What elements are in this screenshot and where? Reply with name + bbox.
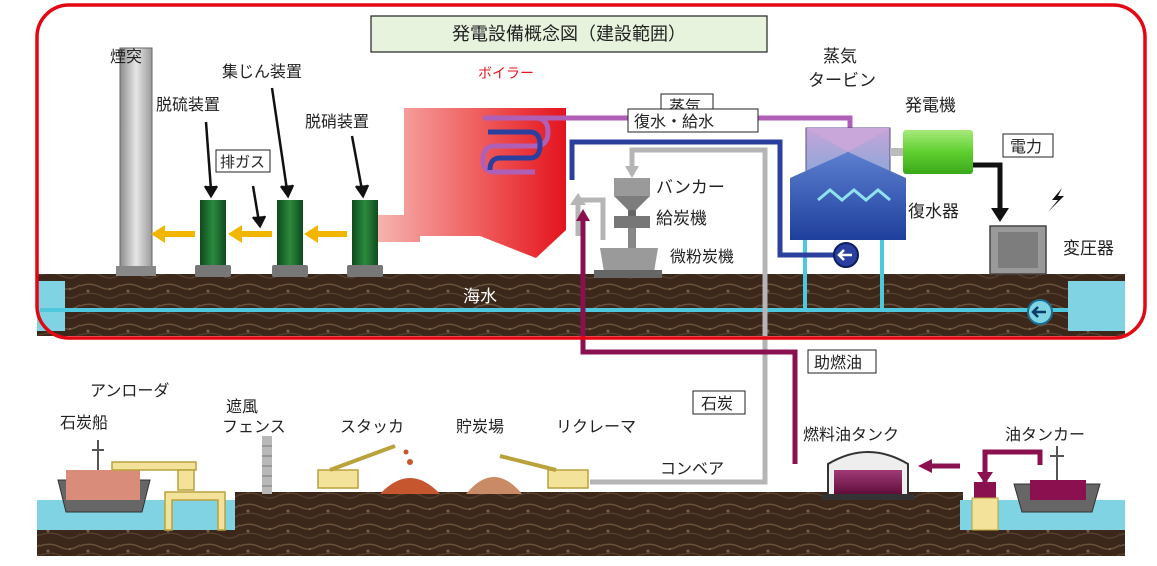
bunker-label: バンカー: [656, 178, 725, 198]
dust-collector-label: 集じん装置: [222, 62, 302, 81]
stacker: [317, 444, 396, 489]
auxiliary-oil-tag: 助燃油: [807, 349, 877, 374]
turbine-label-1: 蒸気: [823, 47, 857, 67]
bunker: [614, 178, 650, 216]
coal-ship-label: 石炭船: [60, 413, 108, 432]
boiler: [378, 108, 566, 258]
windbreak-label-1: 遮風: [226, 397, 258, 416]
exhaust-gas-label: 排ガス: [220, 153, 265, 171]
desulfurization-label: 脱硫装置: [156, 95, 220, 114]
transformer-label: 変圧器: [1063, 239, 1114, 259]
stacker-label: スタッカ: [340, 417, 404, 436]
coal-feeder-label: 給炭機: [656, 209, 707, 229]
condenser: [790, 152, 906, 240]
feedwater-label: 復水・給水: [634, 112, 714, 131]
oil-arrow-boiler: [576, 209, 590, 221]
denitration-label: 脱硝装置: [305, 112, 369, 131]
coal-pile-2: [466, 477, 522, 494]
boiler-label: ボイラー: [478, 66, 534, 82]
oil-pump: [971, 482, 999, 531]
power-line: [973, 162, 1003, 212]
coal-arrow-bunker: [625, 166, 639, 178]
denitration-unit: [347, 200, 383, 277]
windbreak-label-2: フェンス: [222, 417, 286, 436]
seawater-pump-icon: [1027, 299, 1053, 325]
pulverizer: [594, 248, 662, 278]
unloader: [111, 461, 226, 531]
condensate-pump-icon: [833, 242, 859, 268]
oil-arrow-pump: [977, 472, 993, 484]
coal-ship: [57, 440, 151, 513]
page-title: 発電設備概念図（建設範囲）: [452, 23, 686, 45]
power-arrow: [991, 208, 1009, 222]
oil-arrow-tank: [918, 459, 932, 473]
power-tag: 電力: [1002, 133, 1054, 158]
transformer: [989, 225, 1047, 275]
exhaust-arrows: [151, 225, 347, 243]
coal-arrow-boiler: [570, 193, 586, 205]
power-label: 電力: [1010, 137, 1042, 156]
generator: [903, 130, 973, 174]
coal-yard-label: 貯炭場: [456, 417, 504, 436]
pointer-arrows: [203, 87, 370, 229]
coal-tag: 石炭: [692, 390, 746, 415]
seawater-label: 海水: [463, 287, 497, 307]
conveyor-label: コンベア: [660, 459, 724, 478]
shaft: [890, 148, 904, 156]
feedwater-tag: 復水・給水: [627, 108, 759, 133]
reclaimer: [499, 454, 589, 489]
desulfurization-unit: [195, 200, 231, 277]
fuel-oil-tank: [822, 451, 914, 500]
windbreak-fence: [262, 436, 272, 494]
dust-collector-unit: [272, 200, 308, 277]
feedwater-line: [487, 129, 848, 258]
chimney: [116, 47, 156, 276]
lower-ground: [37, 492, 1125, 556]
exhaust-gas-tag: 排ガス: [215, 149, 271, 173]
coal-feeder: [614, 216, 650, 248]
coal-pile-1: [380, 449, 440, 494]
reclaimer-label: リクレーマ: [556, 417, 636, 436]
oil-tanker: [1013, 446, 1101, 513]
title-box: 発電設備概念図（建設範囲）: [370, 15, 768, 53]
construction-scope-border: [35, 3, 1147, 340]
fuel-oil-tank-label: 燃料油タンク: [803, 425, 899, 444]
unloader-label: アンローダ: [90, 381, 169, 400]
lightning-icon: [1048, 188, 1064, 212]
condenser-label: 復水器: [908, 202, 959, 222]
chimney-label: 煙突: [110, 47, 142, 66]
coal-label: 石炭: [701, 394, 733, 413]
turbine-label-2: タービン: [808, 71, 876, 91]
auxiliary-oil-label: 助燃油: [814, 353, 862, 372]
pulverizer-label: 微粉炭機: [670, 247, 734, 266]
oil-tanker-label: 油タンカー: [1005, 425, 1085, 444]
generator-label: 発電機: [905, 96, 956, 116]
auxiliary-oil-line: [580, 216, 1043, 483]
